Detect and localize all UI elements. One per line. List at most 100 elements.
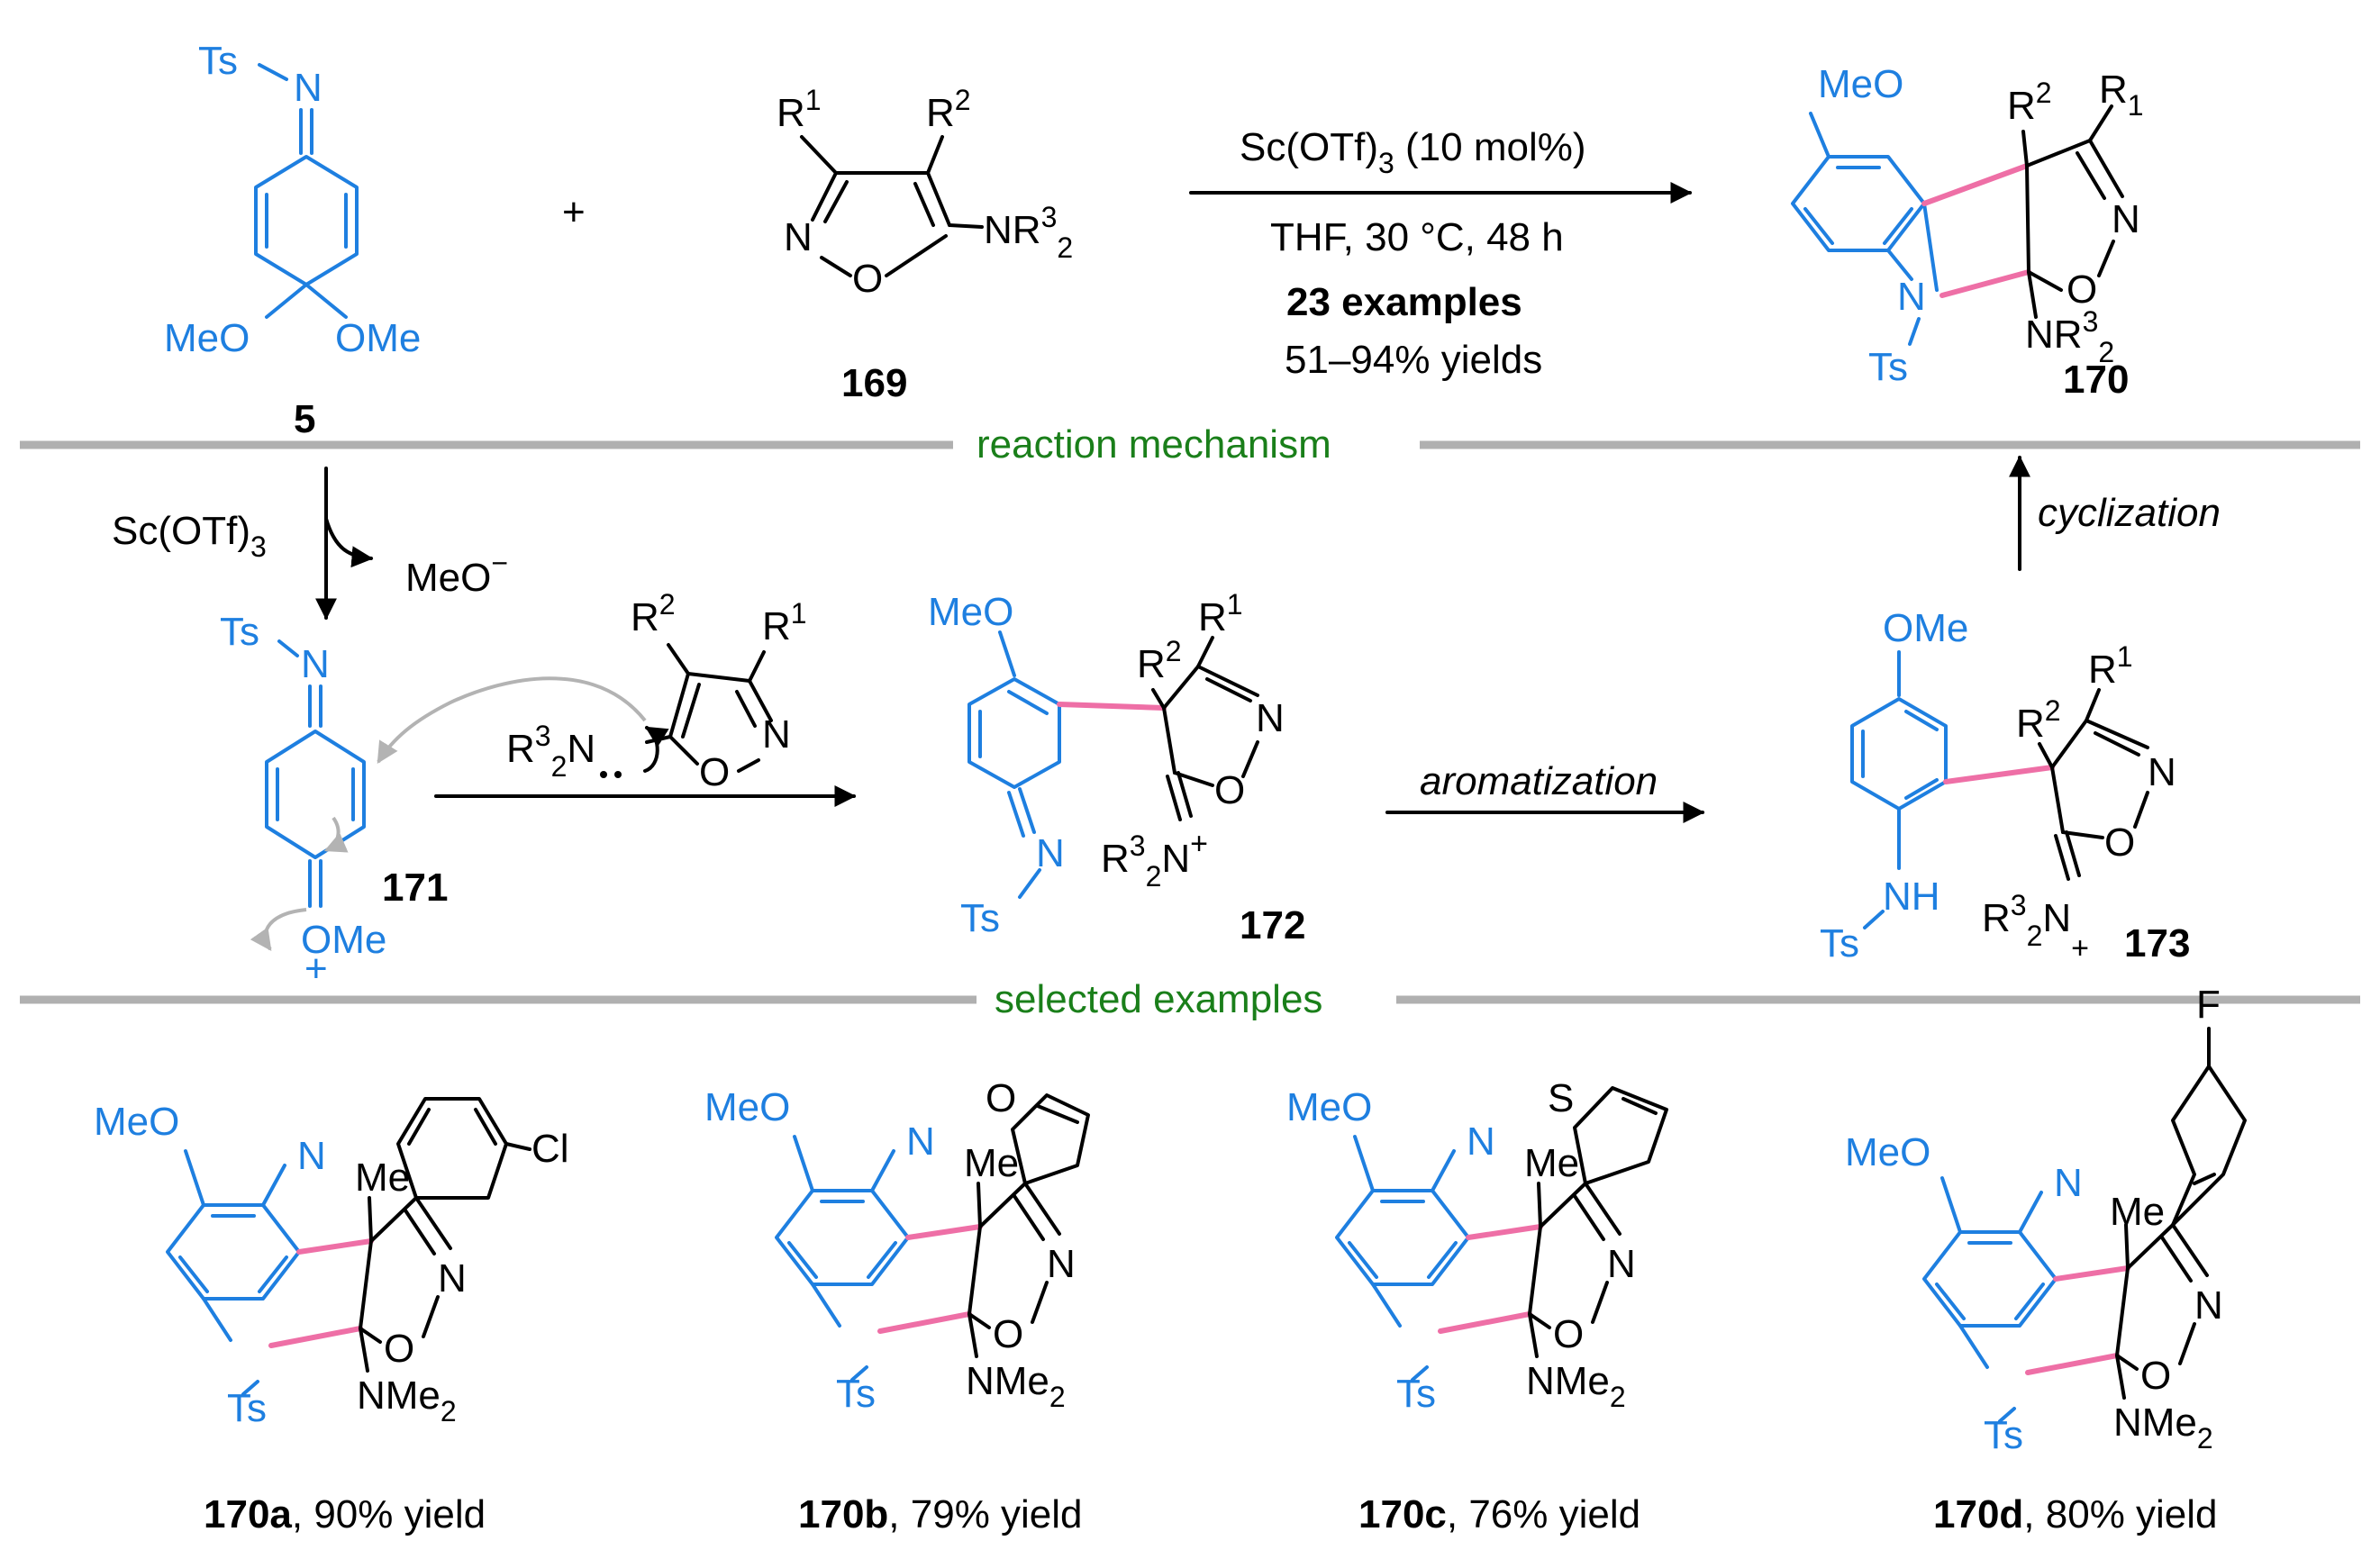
compound-171-number: 171 (382, 866, 448, 910)
example-caption: 170d, 80% yield (1933, 1492, 2218, 1536)
isoxazoline-n-label: N (1607, 1242, 1636, 1286)
mechanism-heading: reaction mechanism (977, 422, 1331, 467)
ring-n-label: N (1256, 696, 1285, 740)
meo-label: MeO (94, 1100, 179, 1144)
indoline-n-label: N (297, 1134, 326, 1178)
ring-n-label: N (784, 215, 813, 259)
nucleophile-isoxazole: R2 R1 N O R32N (377, 588, 807, 794)
plus-sign: + (562, 190, 586, 234)
example-caption: 170a, 90% yield (204, 1492, 486, 1536)
ring-o-label: O (2104, 820, 2135, 865)
r1-label: R1 (2099, 68, 2144, 122)
example-caption: 170b, 79% yield (798, 1492, 1083, 1536)
iminium-label: R32N+ (1101, 827, 1208, 893)
nr3-label: NR32 (984, 201, 1073, 264)
ring-o-label: O (852, 257, 883, 301)
compound-169-number: 169 (841, 361, 907, 405)
methyl-label: Me (1524, 1141, 1579, 1185)
aromatization-step: aromatization (1385, 759, 1705, 823)
ring-o-label: O (1214, 768, 1245, 812)
indoline-n-label: N (2054, 1161, 2083, 1205)
isoxazoline-o-label: O (993, 1312, 1023, 1356)
intermediate-171: Ts N OMe + 171 (220, 610, 448, 991)
isoxazoline-n-label: N (2112, 197, 2140, 241)
mechanism-step-ionization: Sc(OTf)3 MeO− (112, 467, 508, 621)
ts-label: Ts (836, 1372, 876, 1416)
methyl-label: Me (964, 1141, 1019, 1185)
substituent-label: F (2196, 983, 2221, 1027)
nh-label: NH (1883, 875, 1940, 919)
isoxazoline-o-label: O (384, 1327, 414, 1371)
product-170: MeO N Ts R2 R1 N O NR32 170 (1791, 62, 2144, 402)
indoline-n-label: N (1897, 275, 1926, 319)
ts-label: Ts (960, 896, 1000, 940)
methyl-label: Me (355, 1156, 410, 1200)
meo-label: MeO (928, 590, 1013, 634)
r1-label: R1 (1198, 588, 1243, 639)
aromatization-label: aromatization (1420, 759, 1658, 803)
isoxazoline-n-label: N (2194, 1283, 2223, 1328)
ts-label: Ts (1820, 921, 1859, 965)
sc-label: Sc(OTf)3 (112, 509, 267, 563)
example-170d: MeO N Me F N O Ts NMe2 170d, 80% yield (1845, 983, 2247, 1536)
meo-label: MeO (1845, 1130, 1930, 1174)
r2-label: R2 (1137, 635, 1182, 686)
nr3-label: NR32 (2025, 305, 2114, 368)
methyl-label: Me (2110, 1190, 2165, 1234)
meo-label: MeO (704, 1085, 790, 1129)
isoxazoline-o-label: O (1553, 1312, 1584, 1356)
intermediate-173: OMe NH Ts R2 R1 N O R32N+ 173 (1820, 606, 2190, 965)
reagent-169: R1 R2 N O NR32 169 (777, 84, 1073, 405)
indoline-n-label: N (1467, 1119, 1495, 1164)
ring-n-label: N (762, 712, 791, 757)
meo-label: MeO (164, 316, 250, 360)
nr3-label: R32N (506, 720, 595, 783)
r1-label: R1 (2088, 640, 2133, 692)
compound-5-number: 5 (294, 397, 315, 441)
ts-label: Ts (198, 39, 238, 83)
examples-count: 23 examples (1286, 280, 1522, 324)
nme2-label: NMe2 (2113, 1400, 2213, 1455)
examples-heading: selected examples (995, 977, 1322, 1021)
r2-label: R2 (2016, 694, 2061, 746)
imine-n-label: N (294, 66, 322, 110)
ome-label: OMe (335, 316, 421, 360)
indoline-n-label: N (906, 1119, 935, 1164)
example-170b: MeO N Me O N O Ts NMe2 170b, 79% yield (704, 1076, 1090, 1536)
ts-label: Ts (1396, 1372, 1436, 1416)
ts-label: Ts (1984, 1413, 2023, 1457)
example-caption: 170c, 76% yield (1358, 1492, 1640, 1536)
compound-173-number: 173 (2124, 921, 2190, 965)
meo-label: MeO (1818, 62, 1903, 106)
compound-172-number: 172 (1240, 903, 1305, 947)
oxocarbenium-charge: + (304, 947, 328, 991)
r2-label: R2 (2007, 77, 2052, 128)
intermediate-172: MeO N Ts R2 R1 N O R32N+ 172 (928, 588, 1305, 947)
isoxazoline-o-label: O (2140, 1354, 2171, 1398)
cyclization-label: cyclization (2038, 491, 2221, 535)
substituent-label: O (986, 1076, 1016, 1120)
r1-label: R1 (762, 597, 807, 648)
nme2-label: NMe2 (1526, 1359, 1626, 1413)
cyclization-step: cyclization (2009, 455, 2221, 571)
nme2-label: NMe2 (357, 1373, 457, 1428)
ts-label: Ts (227, 1386, 267, 1430)
r1-label: R1 (777, 84, 822, 135)
nme2-label: NMe2 (966, 1359, 1066, 1413)
reagent-5: Ts N MeO OMe 5 (164, 39, 421, 441)
meo-label: MeO (1286, 1085, 1372, 1129)
examples-divider: selected examples (20, 977, 2360, 1021)
r2-label: R2 (926, 84, 971, 135)
catalyst-label: Sc(OTf)3 (10 mol%) (1240, 125, 1586, 179)
reaction-conditions: Sc(OTf)3 (10 mol%) THF, 30 °C, 48 h 23 e… (1189, 125, 1693, 382)
example-170a: MeO N Me Cl N O Ts NMe2 170a, 90% yield (94, 1097, 569, 1536)
example-170c: MeO N Me S N O Ts NMe2 170c, 76% yield (1286, 1076, 1668, 1536)
ts-label: Ts (1868, 345, 1908, 389)
ring-o-label: O (699, 750, 730, 794)
mechanism-divider: reaction mechanism (20, 422, 2360, 467)
oxocarbenium-ome-label: OMe (301, 918, 386, 962)
imine-n-label: N (301, 642, 330, 686)
substituent-label: Cl (531, 1127, 569, 1171)
yield-range: 51–94% yields (1285, 338, 1542, 382)
